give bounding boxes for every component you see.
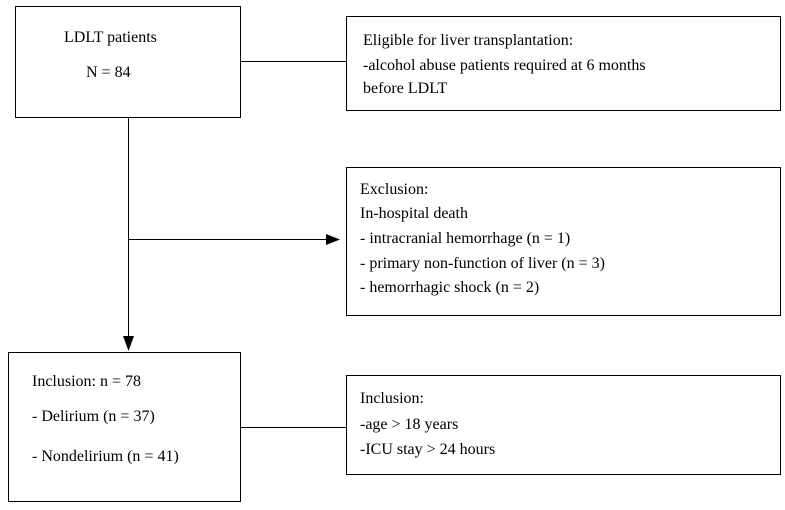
exclusion-line-3: - intracranial hemorrhage (n = 1) (360, 230, 571, 247)
inclusion-criteria-line-2: -age > 18 years (360, 416, 459, 433)
inclusion-result-line-1: Inclusion: n = 78 (32, 373, 142, 390)
inclusion-criteria-box: Inclusion: -age > 18 years -ICU stay > 2… (346, 375, 781, 475)
inclusion-result-box: Inclusion: n = 78 - Delirium (n = 37) - … (8, 352, 241, 502)
connector-ldlt-down (128, 117, 129, 337)
exclusion-line-5: - hemorrhagic shock (n = 2) (360, 279, 540, 296)
connector-ldlt-to-eligible (240, 61, 346, 62)
connector-inclusion-to-criteria (240, 427, 346, 428)
eligibility-line-1: Eligible for liver transplantation: (363, 32, 574, 49)
inclusion-result-line-2: - Delirium (n = 37) (32, 408, 155, 425)
ldlt-count: N = 84 (86, 64, 131, 81)
ldlt-patients-box: LDLT patients N = 84 (15, 6, 241, 118)
exclusion-box: Exclusion: In-hospital death - intracran… (346, 167, 781, 316)
exclusion-line-2: In-hospital death (360, 205, 468, 222)
eligibility-line-2: -alcohol abuse patients required at 6 mo… (363, 57, 646, 74)
inclusion-criteria-heading: Inclusion: (360, 390, 424, 407)
exclusion-line-4: - primary non-function of liver (n = 3) (360, 255, 605, 272)
arrowhead-right (326, 234, 340, 245)
inclusion-criteria-line-3: -ICU stay > 24 hours (360, 441, 496, 458)
eligibility-box: Eligible for liver transplantation: -alc… (346, 16, 781, 111)
eligibility-line-3: before LDLT (363, 80, 448, 97)
connector-to-exclusion (128, 239, 326, 240)
ldlt-title: LDLT patients (64, 29, 157, 46)
exclusion-heading: Exclusion: (360, 181, 429, 198)
inclusion-result-line-3: - Nondelirium (n = 41) (32, 448, 179, 465)
arrowhead-down (123, 336, 134, 351)
